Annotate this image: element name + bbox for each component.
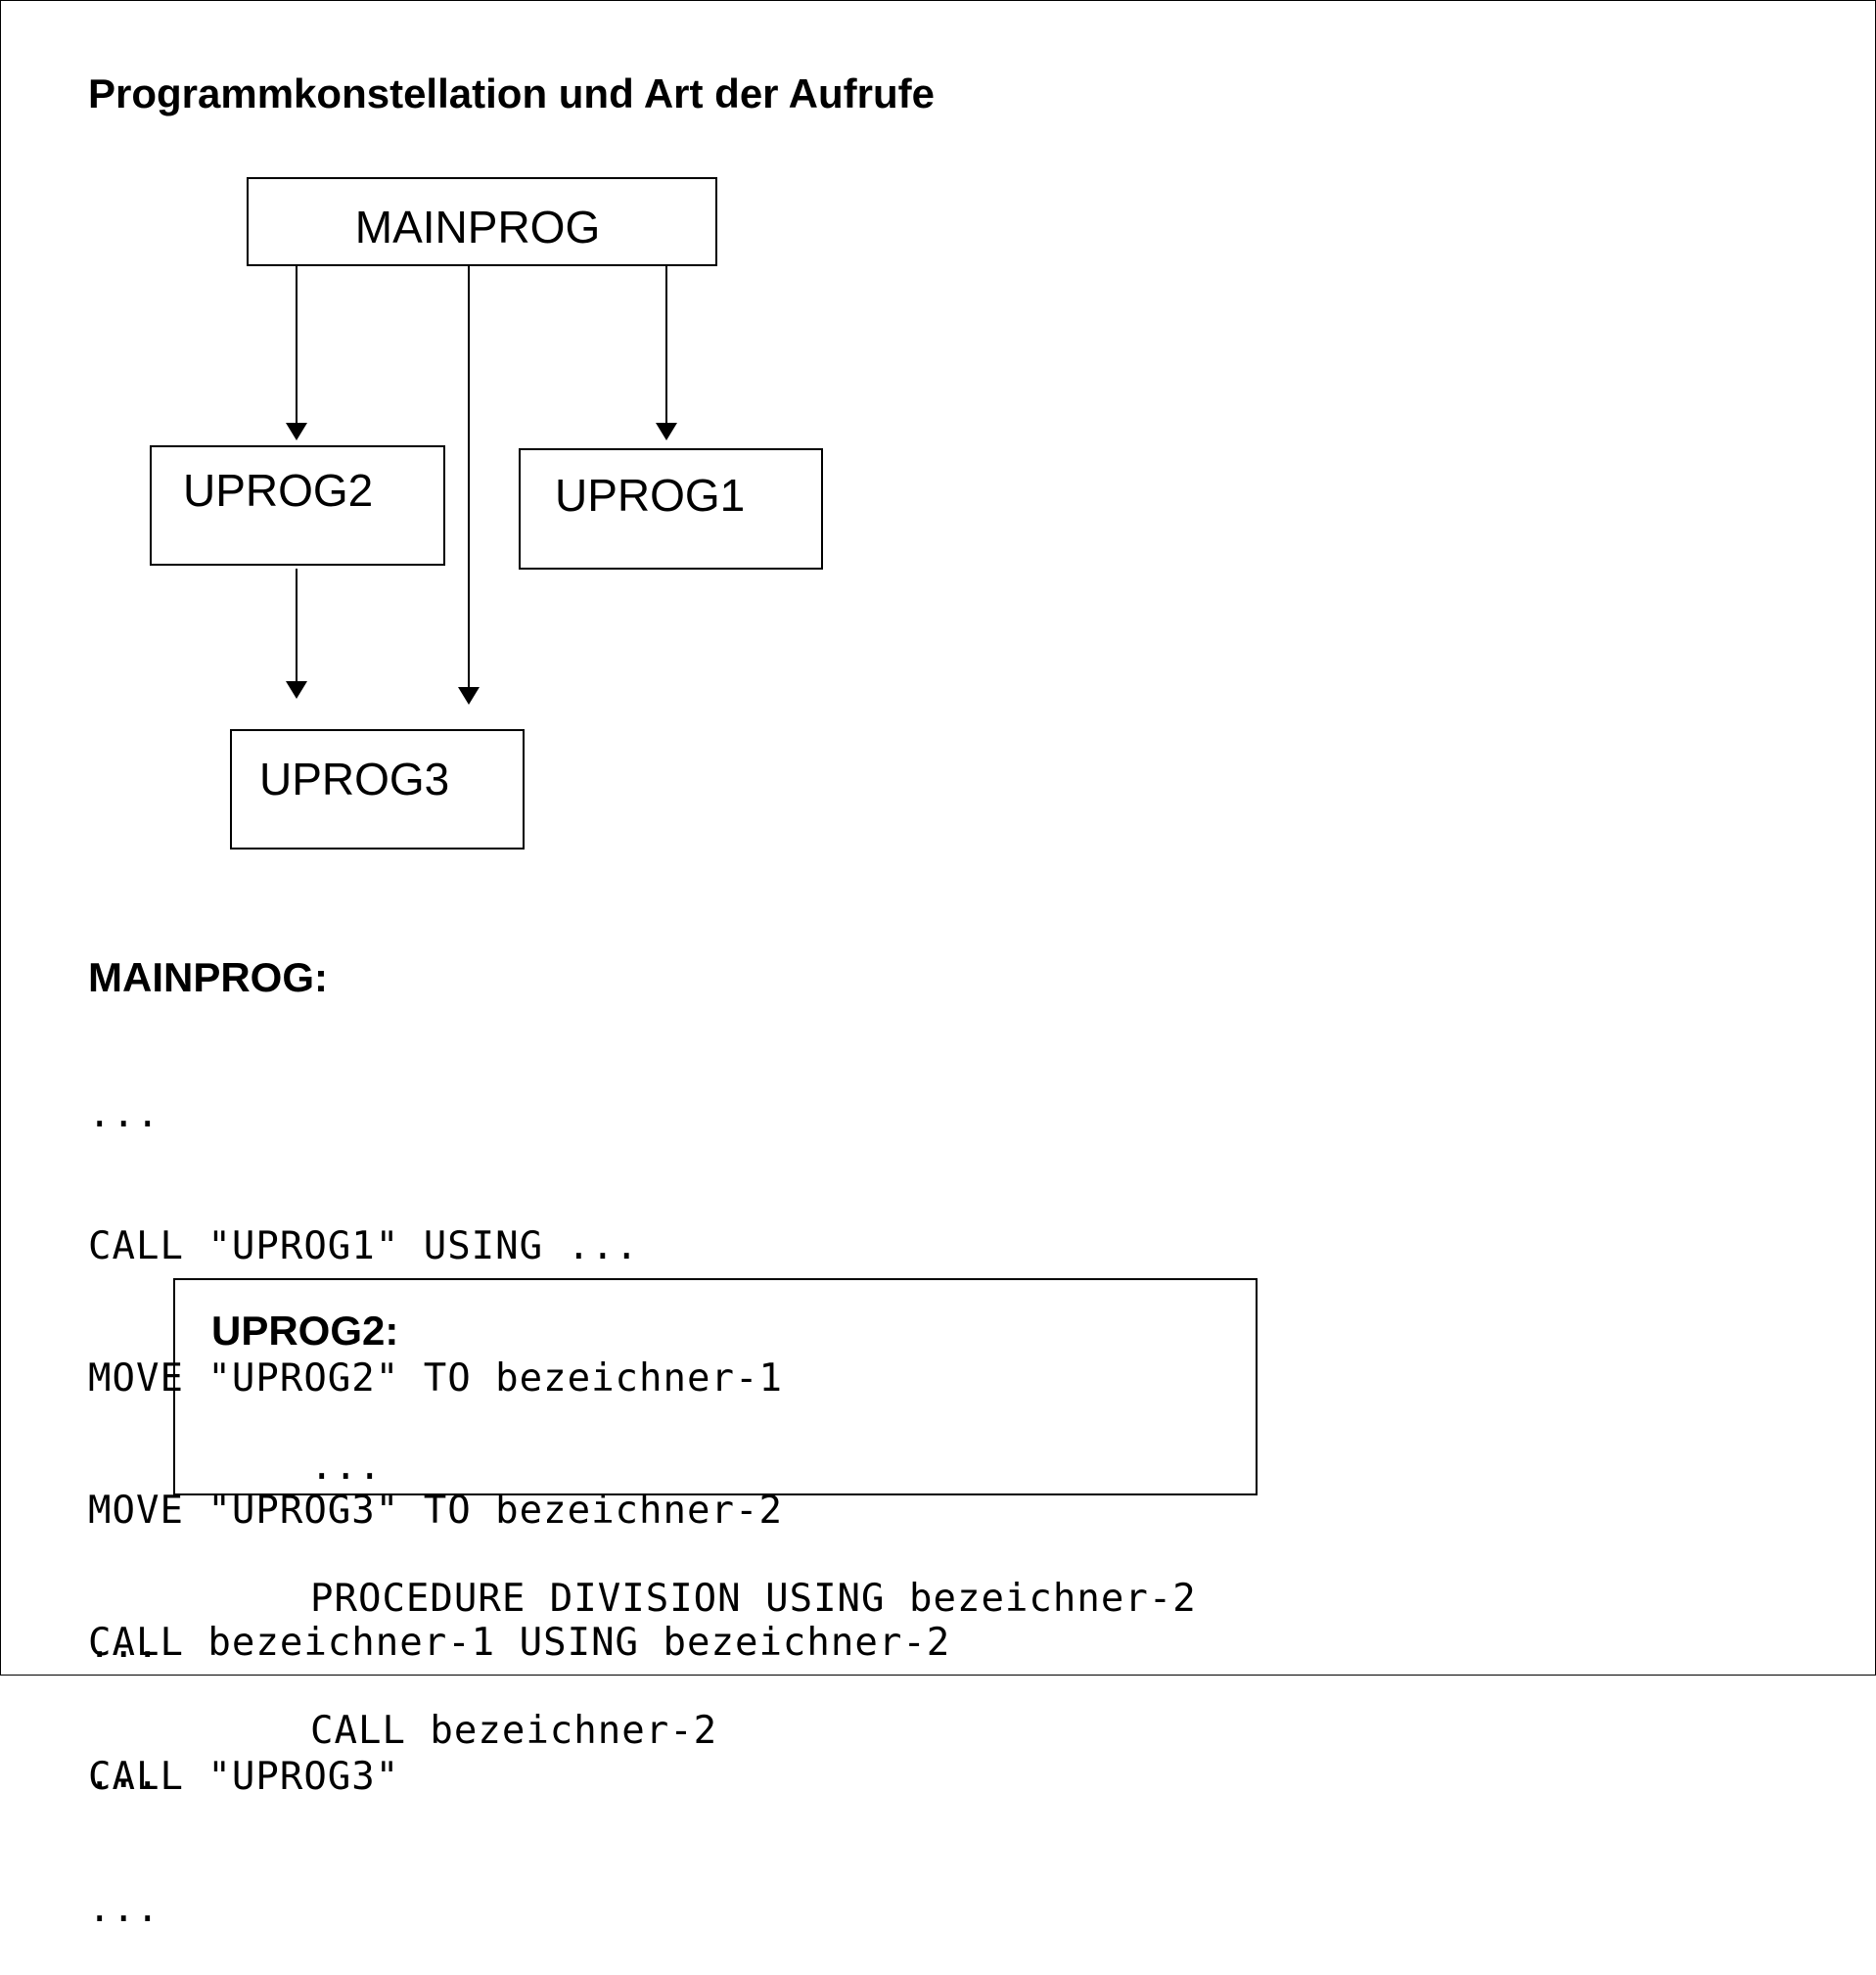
code-line: MOVE "UPROG2" TO bezeichner-1	[88, 1356, 783, 1401]
code-line: ...	[88, 1623, 160, 1667]
arrow-mainprog-to-uprog3	[458, 265, 480, 705]
mainprog-box	[247, 177, 717, 266]
arrow-uprog2-to-uprog3	[286, 569, 307, 699]
arrow-mainprog-to-uprog1	[656, 265, 677, 440]
code-line: ...	[88, 1887, 160, 1931]
uprog2-label: UPROG2	[183, 465, 373, 516]
tail-code-block: ... CALL "UPROG3" ...	[88, 1535, 399, 1975]
code-line: CALL bezeichner-1 USING bezeichner-2	[88, 1621, 951, 1665]
code-line: PROCEDURE DIVISION USING bezeichner-2	[310, 1577, 1197, 1621]
code-line: CALL bezeichner-2	[310, 1709, 718, 1753]
uprog1-box	[519, 448, 823, 570]
mainprog-code-block: ... CALL "UPROG1" USING ... MOVE "UPROG2…	[88, 1004, 950, 1841]
code-line: CALL "UPROG3"	[88, 1755, 400, 1799]
uprog2-node: UPROG2	[150, 445, 445, 566]
page-title: Programmkonstellation und Art der Aufruf…	[88, 70, 935, 116]
uprog1-label: UPROG1	[555, 470, 745, 521]
mainprog-label: MAINPROG	[355, 202, 600, 253]
uprog2-box	[150, 445, 445, 566]
code-line: CALL "UPROG1" USING ...	[88, 1224, 640, 1268]
code-line: MOVE "UPROG3" TO bezeichner-2	[88, 1489, 783, 1533]
uprog2-heading: UPROG2:	[211, 1308, 399, 1354]
mainprog-heading: MAINPROG:	[88, 954, 328, 1000]
uprog3-node: UPROG3	[230, 729, 525, 850]
uprog1-node: UPROG1	[519, 448, 823, 570]
uprog2-code-box	[173, 1278, 1258, 1495]
uprog3-box	[230, 729, 525, 850]
code-line: ...	[310, 1445, 383, 1489]
call-hierarchy-diagram: MAINPROG UPROG2 UPROG1 UPROG3	[150, 177, 823, 850]
arrow-mainprog-to-uprog2	[286, 265, 307, 440]
code-line: ...	[88, 1092, 160, 1136]
uprog3-label: UPROG3	[259, 754, 449, 804]
uprog2-code-block: ... PROCEDURE DIVISION USING bezeichner-…	[310, 1356, 1197, 1797]
mainprog-node: MAINPROG	[247, 177, 717, 266]
